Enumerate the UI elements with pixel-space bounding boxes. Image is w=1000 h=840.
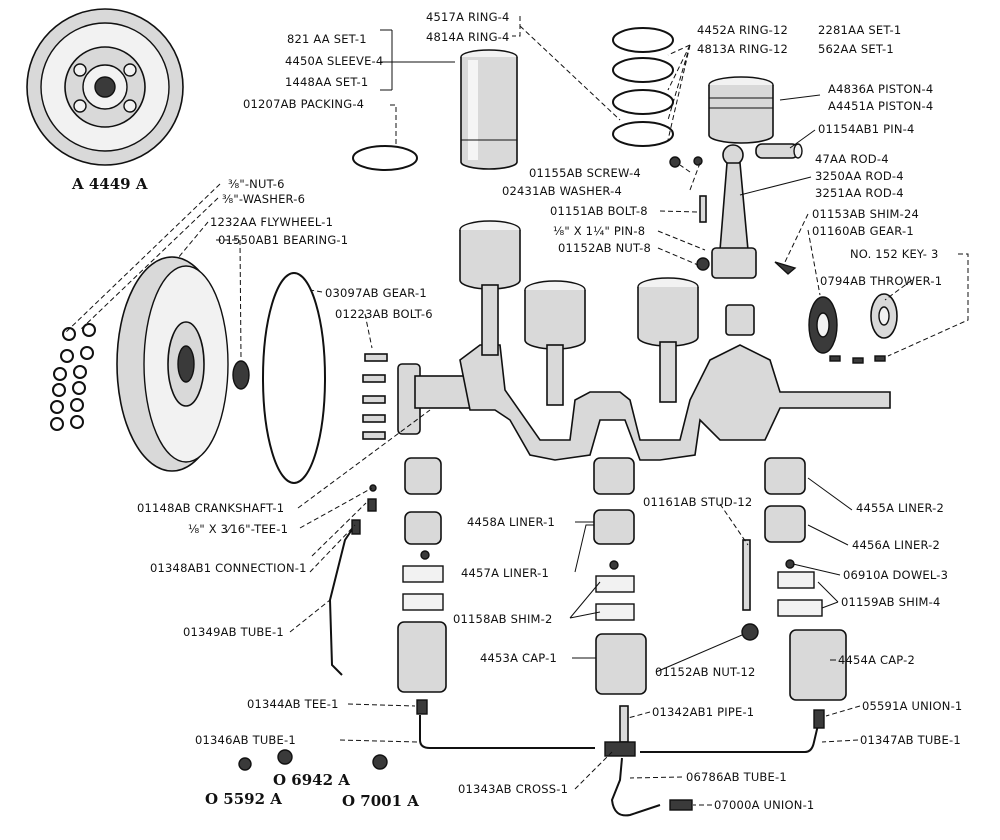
piston-pin	[755, 143, 803, 159]
label-cap4453: 4453A CAP-1	[480, 651, 557, 665]
label-piston-a4836: A4836A PISTON-4	[828, 82, 933, 96]
label-o7001: O 7001 A	[342, 792, 419, 810]
stud-nut	[741, 623, 759, 641]
label-tube01346: 01346AB TUBE-1	[195, 733, 296, 747]
label-nut01152: 01152AB NUT-8	[558, 241, 651, 255]
oil-thrower	[870, 293, 898, 339]
label-liner4456: 4456A LINER-2	[852, 538, 940, 552]
ring-gear	[262, 272, 326, 484]
label-dowel: 06910A DOWEL-3	[843, 568, 948, 582]
label-nut6: ⅜"-NUT-6	[228, 177, 285, 191]
stud	[742, 539, 751, 611]
washer	[693, 156, 703, 166]
label-connection: 01348AB1 CONNECTION-1	[150, 561, 307, 575]
label-shim01153: 01153AB SHIM-24	[812, 207, 919, 221]
label-bolt01223: 01223AB BOLT-6	[335, 307, 433, 321]
label-ring4517: 4517A RING-4	[426, 10, 510, 24]
label-ring4814: 4814A RING-4	[426, 30, 510, 44]
label-key: NO. 152 KEY- 3	[850, 247, 939, 261]
shim-small	[774, 261, 797, 275]
label-o6942: O 6942 A	[273, 771, 350, 789]
piston-top	[708, 76, 774, 144]
label-tube06786: 06786AB TUBE-1	[686, 770, 787, 784]
flywheel-nuts-washers	[50, 323, 96, 431]
label-nut12: 01152AB NUT-12	[655, 665, 756, 679]
label-flywheel: 1232AA FLYWHEEL-1	[210, 215, 333, 229]
connecting-rod	[711, 144, 757, 336]
label-set1448: 1448AA SET-1	[285, 75, 368, 89]
label-rod47: 47AA ROD-4	[815, 152, 889, 166]
rod-bolt	[699, 195, 707, 223]
label-set562: 562AA SET-1	[818, 42, 894, 56]
label-cap4454: 4454A CAP-2	[838, 653, 915, 667]
label-washer02431: 02431AB WASHER-4	[502, 184, 622, 198]
label-pipe01342: 01342AB1 PIPE-1	[652, 705, 754, 719]
right-bearing-stack	[764, 457, 847, 701]
label-rod3251: 3251AA ROD-4	[815, 186, 904, 200]
packing-ring	[352, 145, 418, 171]
label-piston-a4451: A4451A PISTON-4	[828, 99, 933, 113]
label-pin-small: ⅛" X 1¼" PIN-8	[553, 224, 645, 238]
label-thrower: 0794AB THROWER-1	[820, 274, 942, 288]
timing-gear	[808, 296, 838, 354]
leader-lines	[64, 16, 969, 806]
label-washer6: ⅜"-WASHER-6	[222, 192, 305, 206]
label-crankshaft: 01148AB CRANKSHAFT-1	[137, 501, 284, 515]
label-liner4455: 4455A LINER-2	[856, 501, 944, 515]
label-union07000: 07000A UNION-1	[714, 798, 814, 812]
left-bearing-stack	[397, 457, 447, 693]
label-set2281: 2281AA SET-1	[818, 23, 901, 37]
label-shim01159: 01159AB SHIM-4	[841, 595, 941, 609]
label-a4449a: A 4449 A	[71, 175, 148, 193]
label-liner4458: 4458A LINER-1	[467, 515, 555, 529]
center-bearing-stack	[593, 457, 647, 695]
label-gear03097: 03097AB GEAR-1	[325, 286, 427, 300]
sleeve	[460, 49, 518, 170]
label-tube01347: 01347AB TUBE-1	[860, 733, 961, 747]
screw	[669, 156, 681, 168]
label-ring4452: 4452A RING-12	[697, 23, 788, 37]
label-liner4457: 4457A LINER-1	[461, 566, 549, 580]
label-ring4813: 4813A RING-12	[697, 42, 788, 56]
label-tee1: ⅛" X 3⁄16"-TEE-1	[188, 522, 288, 536]
label-gear01160: 01160AB GEAR-1	[812, 224, 914, 238]
label-pin01154: 01154AB1 PIN-4	[818, 122, 915, 136]
pilot-bearing	[232, 360, 250, 390]
label-screw: 01155AB SCREW-4	[529, 166, 641, 180]
label-stud: 01161AB STUD-12	[643, 495, 752, 509]
small-fittings	[238, 749, 388, 771]
label-set821: 821 AA SET-1	[287, 32, 367, 46]
label-bearing: 01550AB1 BEARING-1	[218, 233, 348, 247]
flywheel	[116, 256, 229, 472]
label-sleeve: 4450A SLEEVE-4	[285, 54, 383, 68]
piston-rings	[612, 27, 674, 147]
label-bolt01151: 01151AB BOLT-8	[550, 204, 648, 218]
rod-nut	[696, 257, 710, 271]
label-packing: 01207AB PACKING-4	[243, 97, 364, 111]
label-tee01344: 01344AB TEE-1	[247, 697, 339, 711]
label-o5592: O 5592 A	[205, 790, 282, 808]
crankshaft-assembly	[397, 220, 891, 461]
flywheel-bolts	[362, 353, 388, 440]
label-shim01158: 01158AB SHIM-2	[453, 612, 553, 626]
keys	[829, 355, 886, 364]
label-union05591: 05591A UNION-1	[862, 699, 962, 713]
label-rod3250: 3250AA ROD-4	[815, 169, 904, 183]
part-labels: 821 AA SET-1 4450A SLEEVE-4 1448AA SET-1…	[137, 10, 962, 812]
label-cross: 01343AB CROSS-1	[458, 782, 568, 796]
pulley-a4449a	[26, 8, 184, 166]
label-tube01349: 01349AB TUBE-1	[183, 625, 284, 639]
